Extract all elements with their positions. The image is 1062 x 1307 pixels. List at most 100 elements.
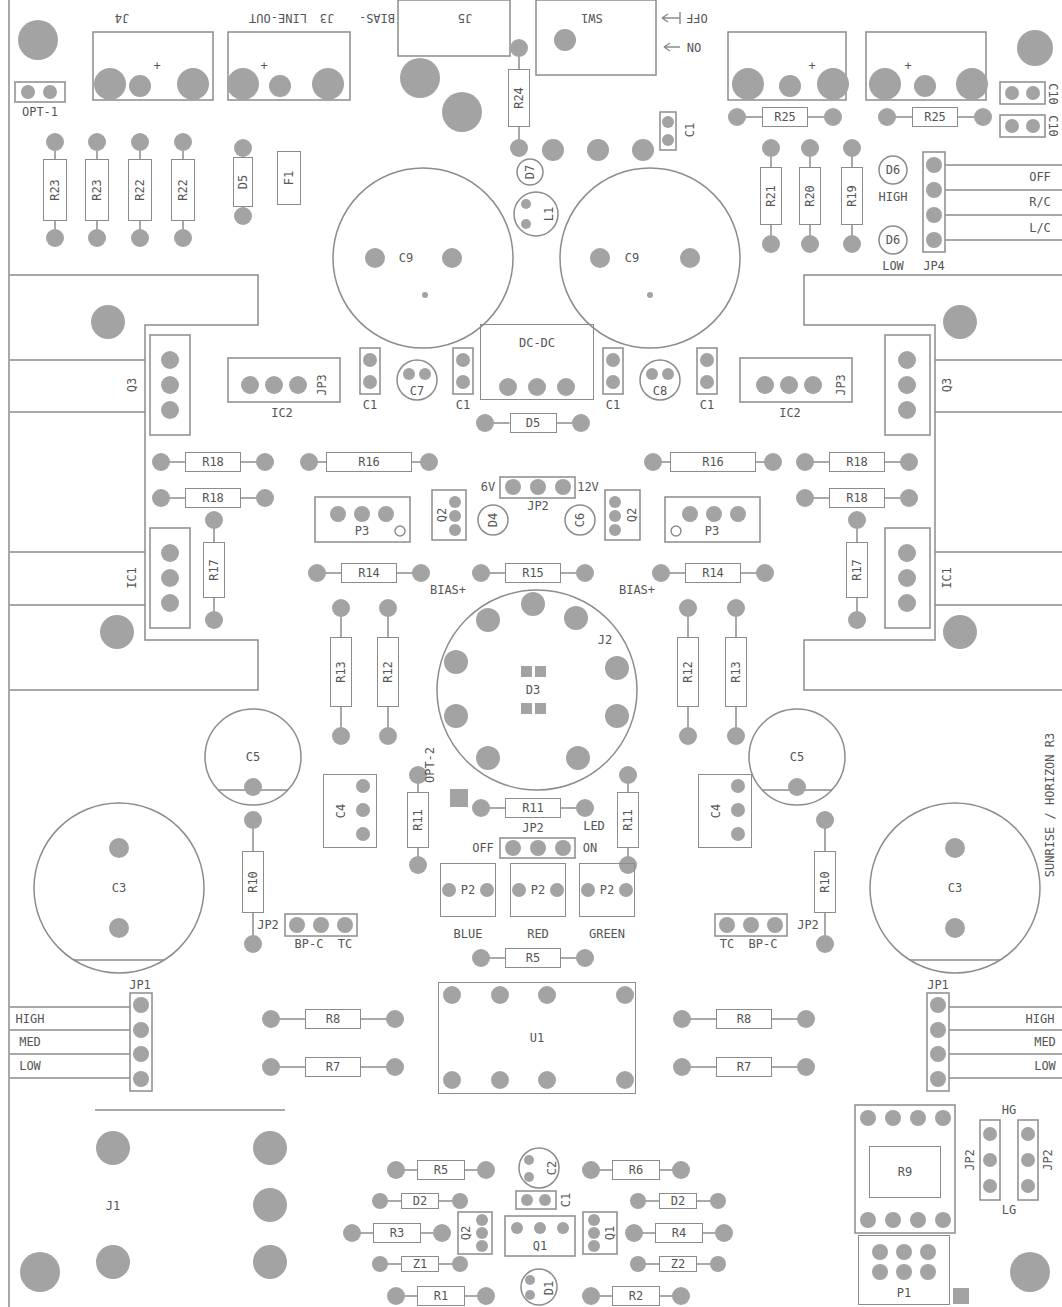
solder-pad bbox=[174, 229, 192, 247]
part-body: R4 bbox=[655, 1223, 703, 1243]
silkscreen-label: C3 bbox=[948, 882, 962, 894]
silkscreen-outline bbox=[9, 0, 1062, 1307]
silkscreen-label: J1 bbox=[106, 1200, 120, 1212]
silkscreen-label: MED bbox=[1034, 1036, 1056, 1048]
solder-pad bbox=[945, 838, 965, 858]
part-label: R14 bbox=[702, 567, 724, 579]
solder-pad bbox=[767, 917, 783, 933]
silkscreen-label: LED bbox=[583, 820, 605, 832]
silkscreen-outline bbox=[398, 0, 510, 56]
solder-pad bbox=[269, 75, 291, 97]
solder-pad bbox=[510, 39, 528, 57]
solder-pad bbox=[449, 524, 461, 536]
solder-pad bbox=[449, 496, 461, 508]
solder-pad bbox=[898, 569, 916, 587]
solder-pad bbox=[801, 139, 819, 157]
solder-pad bbox=[587, 139, 609, 161]
solder-pad bbox=[1021, 1179, 1035, 1193]
part-label: R8 bbox=[737, 1013, 751, 1025]
solder-pad bbox=[914, 75, 936, 97]
solder-pad bbox=[505, 840, 521, 856]
part-body: R16 bbox=[326, 452, 412, 472]
silkscreen-label: OPT-1 bbox=[22, 106, 58, 118]
part-label: Z2 bbox=[671, 1258, 685, 1270]
solder-pad bbox=[133, 997, 149, 1013]
silkscreen-label: JP3 bbox=[835, 374, 847, 396]
part-body: P2 bbox=[510, 863, 566, 917]
solder-pad bbox=[797, 1010, 815, 1028]
silkscreen-label: Q2 bbox=[436, 508, 448, 522]
solder-pad bbox=[499, 378, 517, 396]
silkscreen-outline bbox=[130, 993, 152, 1091]
solder-pad bbox=[662, 368, 674, 380]
part-label: R3 bbox=[390, 1227, 404, 1239]
part-body: R7 bbox=[305, 1057, 361, 1077]
part-label: R10 bbox=[819, 871, 831, 893]
silkscreen-label: D1 bbox=[543, 1281, 555, 1295]
silkscreen-outline bbox=[665, 497, 760, 542]
silkscreen-label: + bbox=[904, 60, 911, 72]
solder-pad bbox=[241, 376, 259, 394]
solder-pad bbox=[860, 1110, 876, 1126]
part-body: R21 bbox=[760, 167, 782, 225]
silkscreen-label: SUNRISE / HORIZON R3 bbox=[1044, 733, 1056, 878]
solder-pad bbox=[449, 510, 461, 522]
solder-pad bbox=[920, 1264, 936, 1280]
silkscreen-outline bbox=[671, 526, 681, 536]
silkscreen-outline bbox=[804, 275, 1062, 690]
solder-pad bbox=[588, 1240, 600, 1252]
silkscreen-outline bbox=[516, 1191, 556, 1209]
solder-pad bbox=[289, 376, 307, 394]
solder-pad bbox=[512, 883, 526, 897]
solder-pad bbox=[91, 305, 125, 339]
silkscreen-label: + bbox=[260, 60, 267, 72]
solder-pad bbox=[731, 779, 745, 793]
solder-pad bbox=[710, 1256, 726, 1272]
solder-pad bbox=[161, 544, 179, 562]
solder-pad bbox=[816, 935, 834, 953]
silkscreen-label: BLUE bbox=[454, 928, 483, 940]
solder-pad bbox=[476, 746, 500, 770]
silkscreen-outline bbox=[10, 275, 258, 690]
silkscreen-outline bbox=[478, 505, 508, 535]
silkscreen-label: J3 bbox=[320, 12, 334, 24]
solder-pad bbox=[953, 1288, 969, 1304]
part-body: C4 bbox=[698, 774, 752, 848]
solder-pad bbox=[161, 569, 179, 587]
part-body: D5 bbox=[233, 157, 253, 207]
part-label: R18 bbox=[202, 492, 224, 504]
silkscreen-label: D7 bbox=[524, 165, 536, 179]
solder-pad bbox=[379, 599, 397, 617]
silkscreen-outline bbox=[360, 348, 380, 394]
part-body: P2 bbox=[579, 863, 635, 917]
silkscreen-label: JP1 bbox=[129, 979, 151, 991]
solder-pad bbox=[409, 856, 427, 874]
silkscreen-outline bbox=[583, 1212, 617, 1254]
part-body: R11 bbox=[617, 792, 639, 848]
silkscreen-outline bbox=[397, 360, 437, 400]
silkscreen-outline bbox=[228, 32, 350, 100]
solder-pad bbox=[538, 1071, 556, 1089]
part-body: R18 bbox=[829, 452, 885, 472]
solder-pad bbox=[590, 248, 610, 268]
solder-pad bbox=[131, 229, 149, 247]
part-body: R18 bbox=[185, 452, 241, 472]
silkscreen-label: C10 bbox=[1047, 115, 1059, 137]
solder-pad bbox=[253, 1245, 287, 1279]
solder-pad bbox=[343, 1224, 361, 1242]
solder-pad bbox=[96, 1245, 130, 1279]
part-body: R23 bbox=[85, 159, 109, 221]
solder-pad bbox=[511, 1222, 523, 1234]
part-label: R11 bbox=[622, 809, 634, 831]
silkscreen-outline bbox=[505, 1216, 575, 1256]
silkscreen-label: HIGH bbox=[16, 1013, 45, 1025]
part-label: R19 bbox=[846, 185, 858, 207]
silkscreen-label: BIAS+ bbox=[619, 584, 655, 596]
solder-pad bbox=[256, 489, 274, 507]
silkscreen-outline bbox=[514, 192, 558, 236]
solder-pad bbox=[1005, 86, 1019, 100]
solder-pad bbox=[244, 811, 262, 829]
silkscreen-label: D4 bbox=[487, 513, 499, 527]
silkscreen-outline bbox=[927, 993, 949, 1091]
